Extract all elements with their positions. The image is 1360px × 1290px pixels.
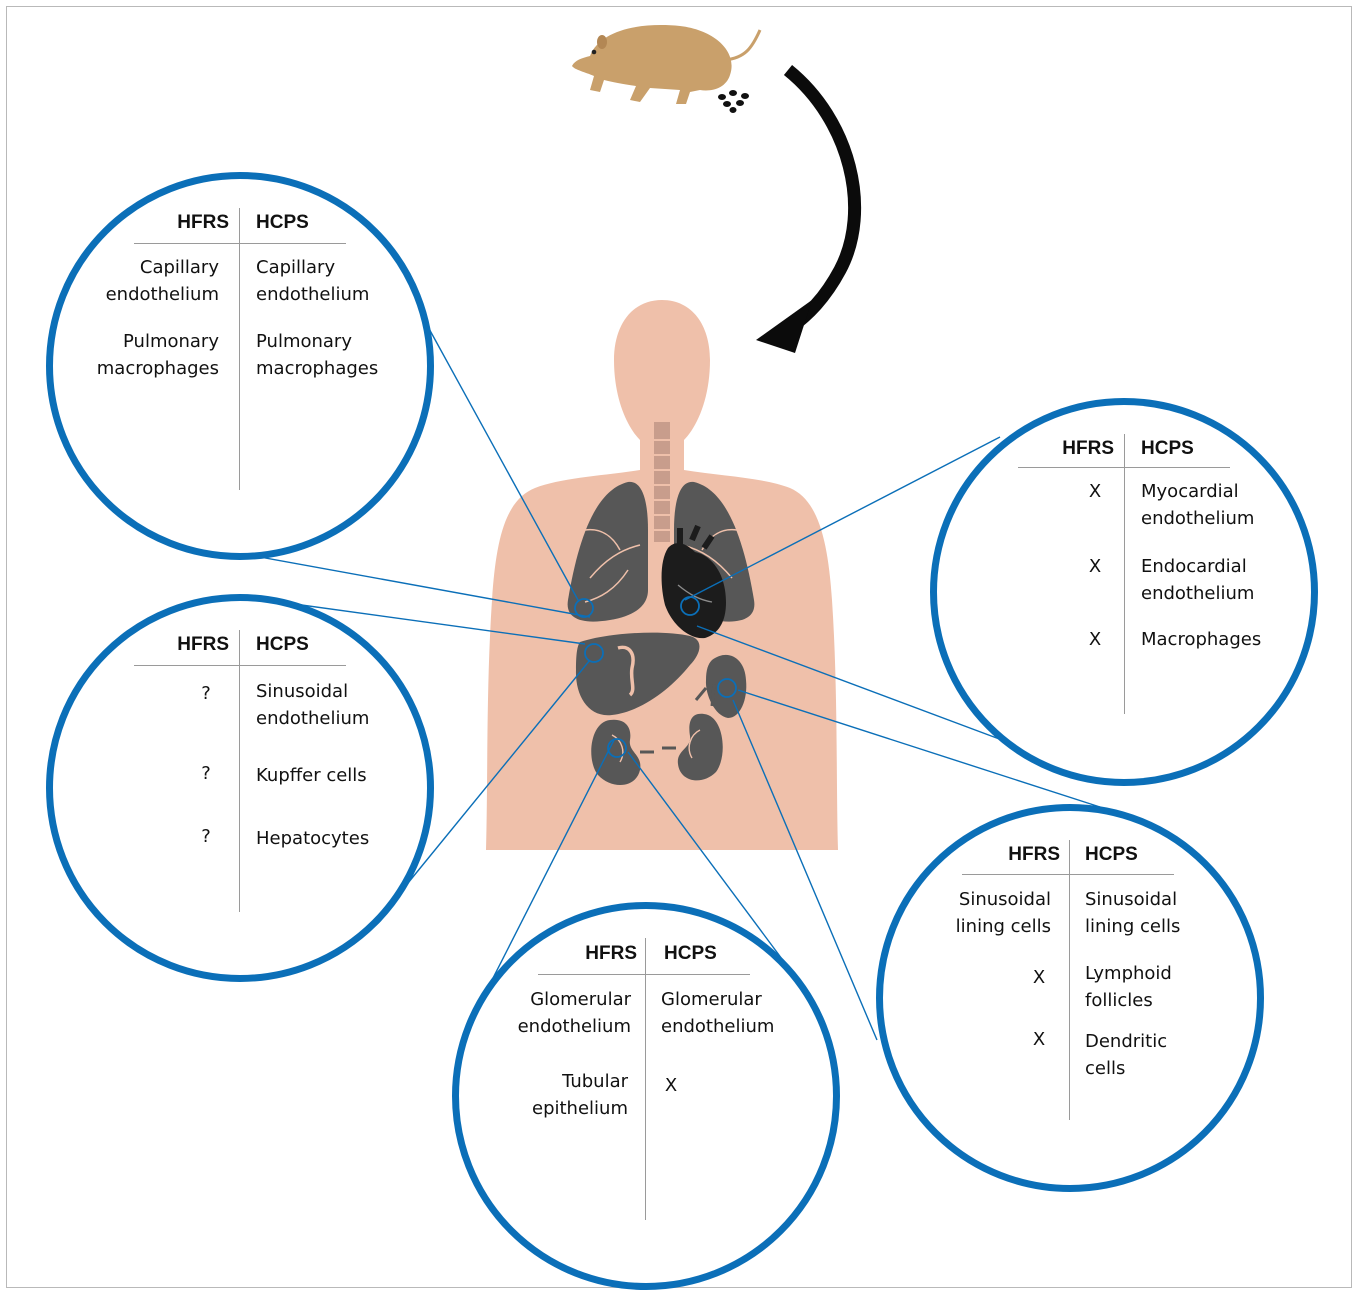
hfrs-cell: X bbox=[1024, 1026, 1054, 1053]
hcps-cell: Pulmonary macrophages bbox=[256, 328, 378, 382]
hcps-cell: Macrophages bbox=[1141, 626, 1261, 653]
heart-table: HFRS HCPS X Myocardial endothelium X End… bbox=[930, 398, 1318, 786]
transmission-arrow-icon bbox=[756, 70, 855, 353]
droppings-icon bbox=[718, 90, 749, 113]
hfrs-header: HFRS bbox=[1008, 844, 1060, 866]
hfrs-cell: Glomerular endothelium bbox=[518, 986, 631, 1040]
hcps-cell: Glomerular endothelium bbox=[661, 986, 774, 1040]
hcps-cell: Lymphoid follicles bbox=[1085, 960, 1172, 1014]
column-divider bbox=[239, 630, 240, 912]
column-divider bbox=[645, 938, 646, 1220]
liver-table: HFRS HCPS ? Sinusoidal endothelium ? Kup… bbox=[46, 594, 434, 982]
hfrs-cell: X bbox=[1080, 478, 1110, 505]
hcps-cell: Sinusoidal lining cells bbox=[1085, 886, 1180, 940]
header-rule bbox=[538, 974, 750, 975]
trachea-icon bbox=[654, 422, 670, 542]
hfrs-cell: ? bbox=[191, 823, 221, 850]
hfrs-cell: Pulmonary macrophages bbox=[97, 328, 219, 382]
hcps-cell: Myocardial endothelium bbox=[1141, 478, 1254, 532]
hfrs-header: HFRS bbox=[177, 634, 229, 656]
hfrs-cell: X bbox=[1080, 626, 1110, 653]
hfrs-header: HFRS bbox=[177, 212, 229, 234]
hcps-cell: Kupffer cells bbox=[256, 762, 367, 789]
spleen-table: HFRS HCPS Sinusoidal lining cells Sinuso… bbox=[876, 804, 1264, 1192]
hfrs-header: HFRS bbox=[585, 943, 637, 965]
column-divider bbox=[1069, 840, 1070, 1120]
hcps-cell: Endocardial endothelium bbox=[1141, 553, 1254, 607]
hfrs-cell: ? bbox=[191, 680, 221, 707]
hcps-header: HCPS bbox=[1085, 844, 1138, 866]
header-rule bbox=[134, 665, 346, 666]
hcps-header: HCPS bbox=[664, 943, 717, 965]
hcps-header: HCPS bbox=[256, 212, 309, 234]
lung-table: HFRS HCPS Capillary endothelium Capillar… bbox=[46, 172, 434, 560]
hcps-header: HCPS bbox=[256, 634, 309, 656]
hfrs-cell: X bbox=[1024, 964, 1054, 991]
column-divider bbox=[239, 208, 240, 490]
hcps-header: HCPS bbox=[1141, 438, 1194, 460]
hfrs-cell: X bbox=[1080, 553, 1110, 580]
hcps-cell: Sinusoidal endothelium bbox=[256, 678, 369, 732]
hcps-cell: X bbox=[656, 1072, 686, 1099]
hcps-cell: Dendritic cells bbox=[1085, 1028, 1167, 1082]
header-rule bbox=[962, 874, 1174, 875]
hfrs-cell: Capillary endothelium bbox=[106, 254, 219, 308]
column-divider bbox=[1124, 434, 1125, 714]
kidney-table: HFRS HCPS Glomerular endothelium Glomeru… bbox=[452, 902, 840, 1290]
hfrs-cell: Tubular epithelium bbox=[532, 1068, 628, 1122]
hfrs-cell: Sinusoidal lining cells bbox=[956, 886, 1051, 940]
header-rule bbox=[134, 243, 346, 244]
hfrs-cell: ? bbox=[191, 760, 221, 787]
hcps-cell: Capillary endothelium bbox=[256, 254, 369, 308]
hfrs-header: HFRS bbox=[1062, 438, 1114, 460]
hcps-cell: Hepatocytes bbox=[256, 825, 369, 852]
